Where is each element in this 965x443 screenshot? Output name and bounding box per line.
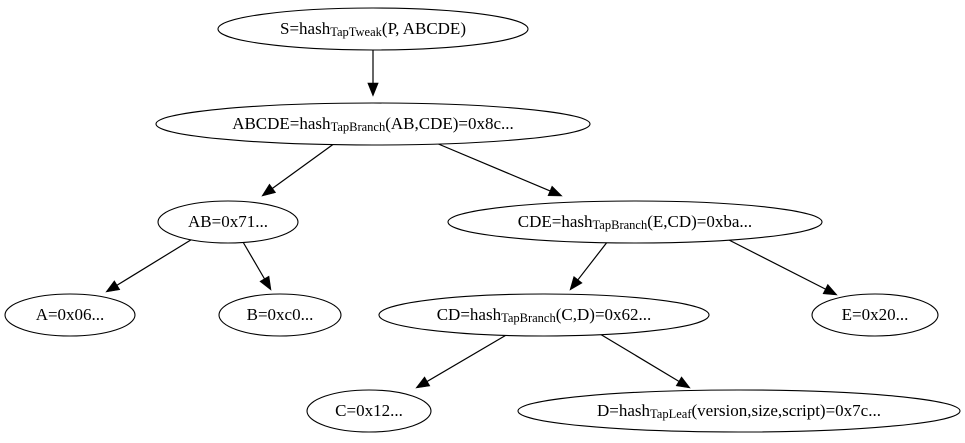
node-cd[interactable]: CD=hashTapBranch(C,D)=0x62... bbox=[378, 293, 710, 337]
edge-cde-e-arrowhead bbox=[822, 283, 838, 296]
node-cd-shape[interactable] bbox=[378, 293, 710, 337]
edge-abcde-cde-line bbox=[435, 142, 553, 193]
edge-s-abcde bbox=[367, 50, 379, 97]
edge-cde-cd-line bbox=[576, 240, 609, 282]
edge-abcde-cde bbox=[435, 142, 563, 197]
node-abcde[interactable]: ABCDE=hashTapBranch(AB,CDE)=0x8c... bbox=[155, 102, 591, 146]
edge-cd-d bbox=[599, 333, 691, 389]
node-d-shape[interactable] bbox=[517, 389, 961, 433]
node-cd-label: CD=hashTapBranch(C,D)=0x62... bbox=[437, 305, 652, 325]
node-e-shape[interactable] bbox=[811, 293, 939, 337]
edge-cde-cd-arrowhead bbox=[569, 276, 583, 291]
node-cde-label: CDE=hashTapBranch(E,CD)=0xba... bbox=[518, 212, 752, 232]
node-ab-label: AB=0x71... bbox=[188, 212, 268, 231]
node-cde[interactable]: CDE=hashTapBranch(E,CD)=0xba... bbox=[447, 200, 823, 244]
edge-abcde-ab-arrowhead bbox=[261, 183, 277, 197]
node-c-shape[interactable] bbox=[306, 389, 432, 433]
node-abcde-shape[interactable] bbox=[155, 102, 591, 146]
edge-ab-a bbox=[105, 237, 195, 293]
node-c-label: C=0x12... bbox=[335, 401, 403, 420]
node-d-label: D=hashTapLeaf(version,size,script)=0x7c.… bbox=[597, 401, 881, 421]
edge-s-abcde-arrowhead bbox=[367, 82, 379, 97]
nodes-layer: S=hashTapTweak(P, ABCDE) ABCDE=hashTapBra… bbox=[4, 7, 961, 433]
node-e[interactable]: E=0x20... bbox=[811, 293, 939, 337]
edge-ab-b-line bbox=[242, 241, 266, 281]
node-cde-shape[interactable] bbox=[447, 200, 823, 244]
node-s[interactable]: S=hashTapTweak(P, ABCDE) bbox=[217, 7, 529, 51]
edge-abcde-cde-arrowhead bbox=[547, 185, 563, 197]
node-a[interactable]: A=0x06... bbox=[4, 293, 136, 337]
node-a-label: A=0x06... bbox=[36, 305, 105, 324]
edge-ab-a-line bbox=[115, 237, 195, 287]
node-ab[interactable]: AB=0x71... bbox=[157, 200, 299, 244]
edge-ab-b bbox=[242, 241, 272, 291]
node-a-shape[interactable] bbox=[4, 293, 136, 337]
node-b-label: B=0xc0... bbox=[247, 305, 314, 324]
node-d[interactable]: D=hashTapLeaf(version,size,script)=0x7c.… bbox=[517, 389, 961, 433]
edge-ab-b-arrowhead bbox=[259, 275, 272, 291]
node-s-label: S=hashTapTweak(P, ABCDE) bbox=[280, 19, 466, 39]
edge-cde-e-line bbox=[726, 238, 828, 291]
edge-cd-c-line bbox=[425, 333, 509, 383]
node-e-label: E=0x20... bbox=[842, 305, 909, 324]
edge-ab-a-arrowhead bbox=[105, 280, 121, 293]
node-c[interactable]: C=0x12... bbox=[306, 389, 432, 433]
edge-abcde-ab bbox=[261, 142, 336, 197]
edge-cd-d-arrowhead bbox=[675, 376, 691, 389]
node-b[interactable]: B=0xc0... bbox=[218, 293, 342, 337]
edge-cde-cd bbox=[569, 240, 609, 291]
edge-cd-d-line bbox=[599, 333, 681, 383]
edge-cd-c-arrowhead bbox=[415, 376, 431, 389]
edge-cd-c bbox=[415, 333, 509, 389]
edges-layer bbox=[105, 50, 838, 389]
node-abcde-label: ABCDE=hashTapBranch(AB,CDE)=0x8c... bbox=[232, 114, 514, 134]
node-b-shape[interactable] bbox=[218, 293, 342, 337]
node-ab-shape[interactable] bbox=[157, 200, 299, 244]
node-s-shape[interactable] bbox=[217, 7, 529, 51]
edge-abcde-ab-line bbox=[270, 142, 336, 191]
edge-cde-e bbox=[726, 238, 838, 296]
